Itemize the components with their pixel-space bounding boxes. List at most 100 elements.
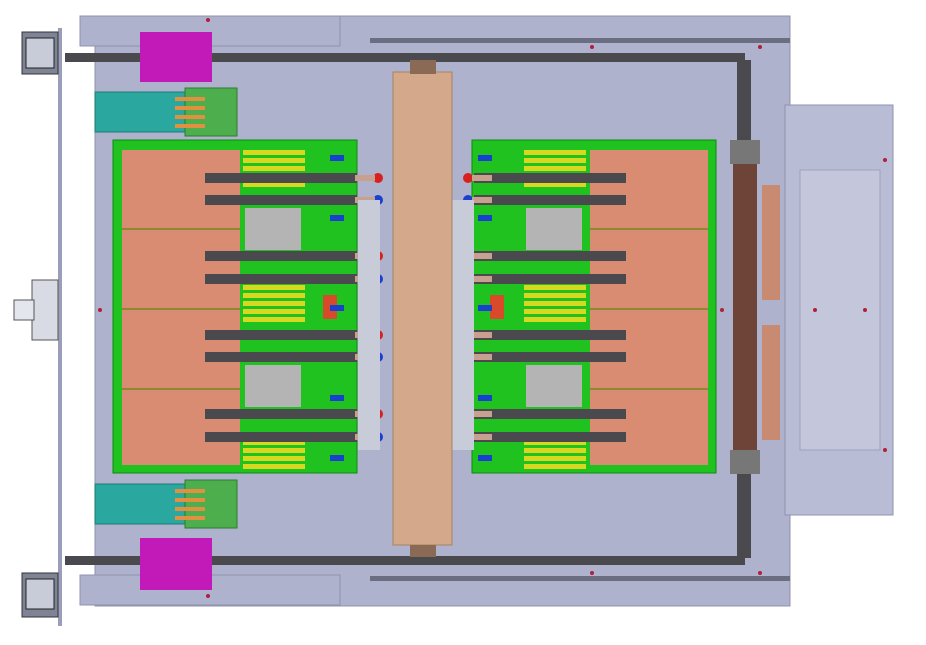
front-panel-edge <box>58 28 62 626</box>
screw <box>883 158 887 162</box>
yellow-strip <box>243 285 305 290</box>
yellow-strip <box>243 293 305 298</box>
fitting-link <box>472 434 492 440</box>
cooling-rod <box>205 173 357 183</box>
connector-top-face <box>25 37 55 69</box>
yellow-strip <box>524 285 586 290</box>
gray-pad <box>245 365 301 407</box>
heat-pad-lower <box>762 325 780 440</box>
right-vertical-rod-bottom <box>737 468 751 558</box>
magenta-block-top <box>140 32 212 82</box>
screw <box>590 571 594 575</box>
cooling-rod <box>474 195 626 205</box>
fitting-link <box>472 197 492 203</box>
bar-cap-top <box>410 60 436 74</box>
cooling-rod <box>474 352 626 362</box>
gray-pad <box>245 208 301 250</box>
cooling-rod <box>474 330 626 340</box>
fitting <box>373 173 383 183</box>
connector-middle-pin <box>13 299 35 321</box>
connector-pin <box>175 507 205 511</box>
cooling-rod <box>205 195 357 205</box>
yellow-strip <box>524 317 586 322</box>
yellow-strip <box>524 456 586 461</box>
heatsink-seam <box>590 228 708 230</box>
screw <box>206 594 210 598</box>
right-vertical-bar <box>733 140 757 470</box>
screw <box>758 571 762 575</box>
screw <box>206 18 210 22</box>
cooling-rod <box>205 274 357 284</box>
screw <box>590 45 594 49</box>
smd-component <box>478 455 492 461</box>
yellow-strip <box>524 166 586 171</box>
yellow-strip <box>524 309 586 314</box>
magenta-block-bottom <box>140 538 212 590</box>
screw <box>720 308 724 312</box>
yellow-strip <box>243 158 305 163</box>
cooling-rod <box>205 330 357 340</box>
chip-component <box>490 295 504 319</box>
fitting-link <box>472 276 492 282</box>
bottom-rod <box>65 556 745 565</box>
yellow-strip <box>243 464 305 469</box>
yellow-strip <box>243 448 305 453</box>
cooling-rod <box>205 251 357 261</box>
yellow-strip <box>243 317 305 322</box>
smd-component <box>330 455 344 461</box>
cooling-rod <box>205 352 357 362</box>
connector-pin <box>175 115 205 119</box>
yellow-strip <box>524 448 586 453</box>
connector-adapter <box>184 479 238 529</box>
extension-inner-panel <box>799 169 881 451</box>
yellow-strip <box>524 293 586 298</box>
cooling-rod <box>205 409 357 419</box>
bar-cap-bottom <box>410 545 436 557</box>
fitting-link <box>355 175 375 181</box>
screw <box>813 308 817 312</box>
heatsink-seam <box>590 388 708 390</box>
manifold-spacer <box>358 200 380 450</box>
smd-component <box>478 155 492 161</box>
connector-pin <box>175 97 205 101</box>
connector-bottom-face <box>25 578 55 610</box>
heatsink-seam <box>122 308 240 310</box>
yellow-strip <box>243 150 305 155</box>
yellow-strip <box>524 440 586 445</box>
gray-pad <box>526 208 582 250</box>
fitting-link <box>472 411 492 417</box>
yellow-strip <box>243 182 305 187</box>
smd-component <box>478 395 492 401</box>
smd-component <box>478 215 492 221</box>
yellow-strip <box>243 456 305 461</box>
yellow-strip <box>243 301 305 306</box>
smd-component <box>330 305 344 311</box>
yellow-strip <box>524 150 586 155</box>
fitting-link <box>472 175 492 181</box>
central-copper-bar <box>392 71 453 546</box>
cooling-rod <box>474 409 626 419</box>
bar-clamp-top <box>730 140 760 164</box>
yellow-strip <box>243 309 305 314</box>
smd-component <box>330 395 344 401</box>
teal-connector <box>94 91 188 133</box>
connector-pin <box>175 489 205 493</box>
manifold-spacer <box>452 200 474 450</box>
connector-pin <box>175 124 205 128</box>
top-rod <box>65 53 745 62</box>
screw <box>883 448 887 452</box>
smd-component <box>330 155 344 161</box>
fitting-link <box>472 332 492 338</box>
bar-clamp-bottom <box>730 450 760 474</box>
connector-pin <box>175 516 205 520</box>
heat-pad-upper <box>762 185 780 300</box>
connector-pin <box>175 498 205 502</box>
heatsink-seam <box>590 308 708 310</box>
connector-adapter <box>184 87 238 137</box>
fitting <box>463 173 473 183</box>
heatsink-seam <box>122 228 240 230</box>
yellow-strip <box>243 440 305 445</box>
yellow-strip <box>243 166 305 171</box>
fitting-link <box>472 354 492 360</box>
